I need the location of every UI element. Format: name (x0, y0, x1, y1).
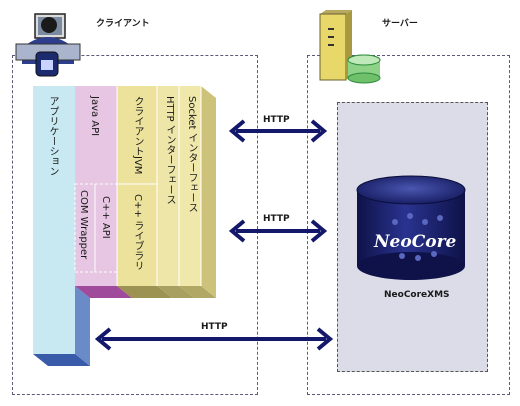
application-layer (33, 86, 90, 366)
http-label-1: HTTP (263, 115, 290, 125)
http-label-2: HTTP (263, 214, 290, 224)
client-title: クライアント (96, 19, 150, 29)
http-label-3: HTTP (201, 322, 228, 332)
com-wrapper-label: COM Wrapper (78, 190, 89, 260)
java-layer (75, 86, 132, 298)
socket-interface-label: Socket インターフェース (186, 96, 197, 213)
http-arrow-3 (94, 327, 334, 351)
application-label: アプリケーション (47, 96, 58, 176)
http-arrow-1 (228, 119, 328, 143)
server-title: サーバー (382, 19, 418, 29)
http-arrow-2 (228, 219, 328, 243)
server-boundary (307, 55, 510, 395)
cpp-api-label: C++ API (100, 196, 111, 239)
jvm-layers (116, 86, 216, 298)
client-jvm-label: クライアントJVM (132, 96, 143, 175)
client-boundary (12, 55, 258, 395)
http-interface-label: HTTP インターフェース (164, 96, 175, 205)
java-api-label: Java API (89, 96, 100, 137)
neocore-database-icon (356, 175, 466, 280)
product-name: NeoCoreXMS (384, 290, 450, 300)
neocore-logo: NeoCore (374, 232, 457, 252)
cpp-library-label: C++ ライブラリ (132, 194, 143, 271)
client-computer-icon (15, 13, 81, 77)
com-wrapper-box (74, 183, 96, 273)
server-icon (319, 10, 381, 84)
